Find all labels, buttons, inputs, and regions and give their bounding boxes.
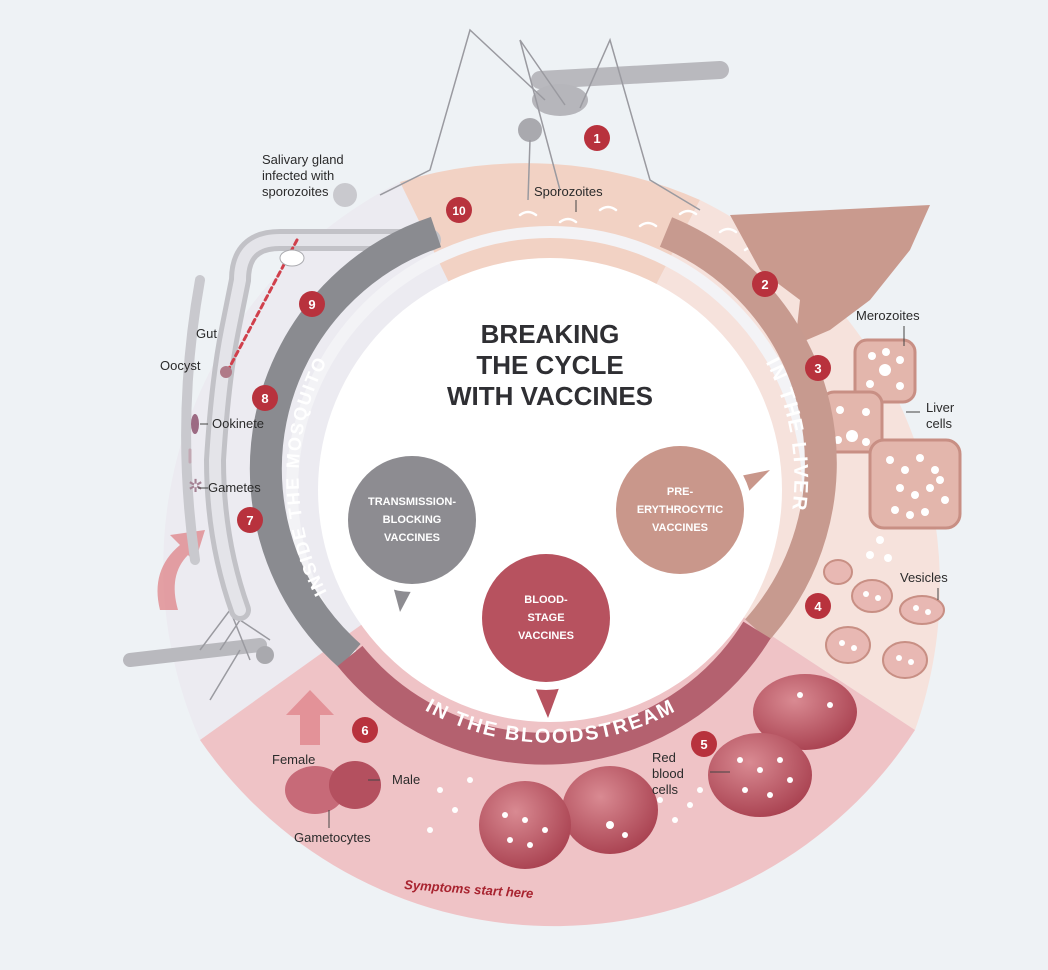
- vesicles-label: Vesicles: [900, 570, 948, 585]
- ring-blood-segment: [337, 621, 771, 765]
- blood-stage-bubble: BLOOD- STAGE VACCINES: [474, 546, 618, 718]
- oocyst-label: Oocyst: [160, 358, 201, 373]
- svg-text:10: 10: [452, 204, 466, 218]
- salivary-label-3: sporozoites: [262, 184, 329, 199]
- female-label: Female: [272, 752, 315, 767]
- rbc-label-3: cells: [652, 782, 679, 797]
- title-line-2: THE CYCLE: [476, 350, 623, 380]
- svg-text:1: 1: [593, 131, 600, 146]
- mosquito-bottom-illustration: [123, 608, 274, 701]
- svg-text:5: 5: [700, 737, 707, 752]
- up-arrow-gametocytes: [286, 690, 334, 745]
- liver-cells-label-1: Liver: [926, 400, 955, 415]
- step-badge-4: 4: [805, 593, 831, 619]
- svg-text:9: 9: [308, 297, 315, 312]
- transmission-line-3: VACCINES: [384, 532, 440, 544]
- ring-liver-segment: [659, 217, 837, 641]
- gametes-label: Gametes: [208, 480, 261, 495]
- svg-text:2: 2: [761, 277, 768, 292]
- blood-line-1: BLOOD-: [524, 594, 568, 606]
- step-badge-6: 6: [352, 717, 378, 743]
- rbc-label-1: Red: [652, 750, 676, 765]
- step-badge-7: 7: [237, 507, 263, 533]
- blood-line-2: STAGE: [527, 612, 564, 624]
- mosquito-gut-illustration: ✲: [181, 183, 441, 621]
- step-badge-9: 9: [299, 291, 325, 317]
- mosquito-top-illustration: [379, 28, 729, 211]
- step-badge-10: 10: [446, 197, 472, 223]
- leader-lines: [198, 200, 939, 828]
- gametocytes-illustration: [285, 761, 381, 814]
- step-badge-2: 2: [752, 271, 778, 297]
- male-label: Male: [392, 772, 420, 787]
- transmission-line-1: TRANSMISSION-: [368, 496, 456, 508]
- svg-text:✲: ✲: [188, 476, 203, 496]
- annotations: Salivary gland infected with sporozoites…: [160, 152, 955, 901]
- transmission-blocking-bubble: TRANSMISSION- BLOCKING VACCINES: [340, 448, 484, 612]
- gut-label: Gut: [196, 326, 217, 341]
- center-title: BREAKING THE CYCLE WITH VACCINES: [447, 319, 653, 411]
- sporozoites-label: Sporozoites: [534, 184, 603, 199]
- step-badges: 1 2 3 4 5 6 7 8: [237, 125, 831, 757]
- blood-line-3: VACCINES: [518, 630, 574, 642]
- step-badge-1: 1: [584, 125, 610, 151]
- transmission-line-2: BLOCKING: [383, 514, 442, 526]
- rbc-label-2: blood: [652, 766, 684, 781]
- main-ring: [249, 216, 837, 765]
- pre-line-3: VACCINES: [652, 522, 708, 534]
- svg-text:6: 6: [361, 723, 368, 738]
- svg-text:8: 8: [261, 391, 268, 406]
- pre-line-1: PRE-: [667, 486, 694, 498]
- salivary-label-1: Salivary gland: [262, 152, 344, 167]
- pre-erythrocytic-bubble: PRE- ERYTHROCYTIC VACCINES: [608, 438, 770, 582]
- step-badge-5: 5: [691, 731, 717, 757]
- ring-mosquito-segment: [249, 216, 442, 668]
- gametocytes-label: Gametocytes: [294, 830, 371, 845]
- step-badge-3: 3: [805, 355, 831, 381]
- vesicles-illustration: [823, 559, 945, 679]
- liver-organ: [730, 205, 930, 345]
- title-line-3: WITH VACCINES: [447, 381, 653, 411]
- svg-text:3: 3: [814, 361, 821, 376]
- svg-text:7: 7: [246, 513, 253, 528]
- liver-cells-label-2: cells: [926, 416, 953, 431]
- pre-line-2: ERYTHROCYTIC: [637, 504, 723, 516]
- red-blood-cells-illustration: [427, 674, 857, 869]
- title-line-1: BREAKING: [481, 319, 620, 349]
- svg-text:4: 4: [814, 599, 822, 614]
- merozoites-label: Merozoites: [856, 308, 920, 323]
- ookinete-label: Ookinete: [212, 416, 264, 431]
- step-badge-8: 8: [252, 385, 278, 411]
- salivary-label-2: infected with: [262, 168, 334, 183]
